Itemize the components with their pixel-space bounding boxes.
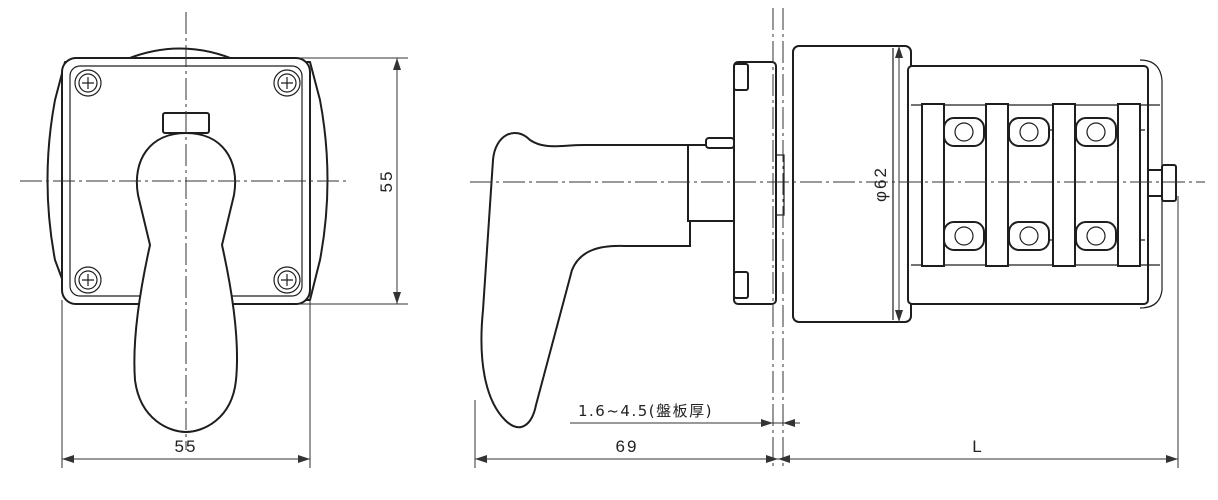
front-width-label: 55 — [175, 437, 198, 456]
body-diameter-label: φ62 — [871, 166, 890, 202]
front-flange — [733, 61, 777, 305]
screw-bottom-right — [273, 266, 301, 294]
front-height-label: 55 — [377, 170, 396, 193]
panel-thickness-label: 1.6~4.5(盤板厚) — [578, 402, 713, 420]
terminals-top — [943, 117, 1117, 147]
rear-shaft — [1147, 169, 1163, 197]
terminals-bottom — [943, 221, 1117, 251]
side-handle — [480, 131, 691, 429]
shaft-nut — [705, 137, 735, 149]
screw-top-left — [74, 69, 102, 97]
overall-length-label: L — [972, 437, 983, 456]
shaft-collar — [687, 144, 739, 222]
handle-length-label: 69 — [616, 437, 639, 456]
side-view: φ62 1.6~4.5(盤板厚) 69 L — [470, 8, 1205, 470]
round-cover — [46, 47, 329, 301]
screw-bottom-left — [74, 266, 102, 294]
screw-top-right — [273, 69, 301, 97]
front-view: 55 55 — [20, 12, 408, 468]
